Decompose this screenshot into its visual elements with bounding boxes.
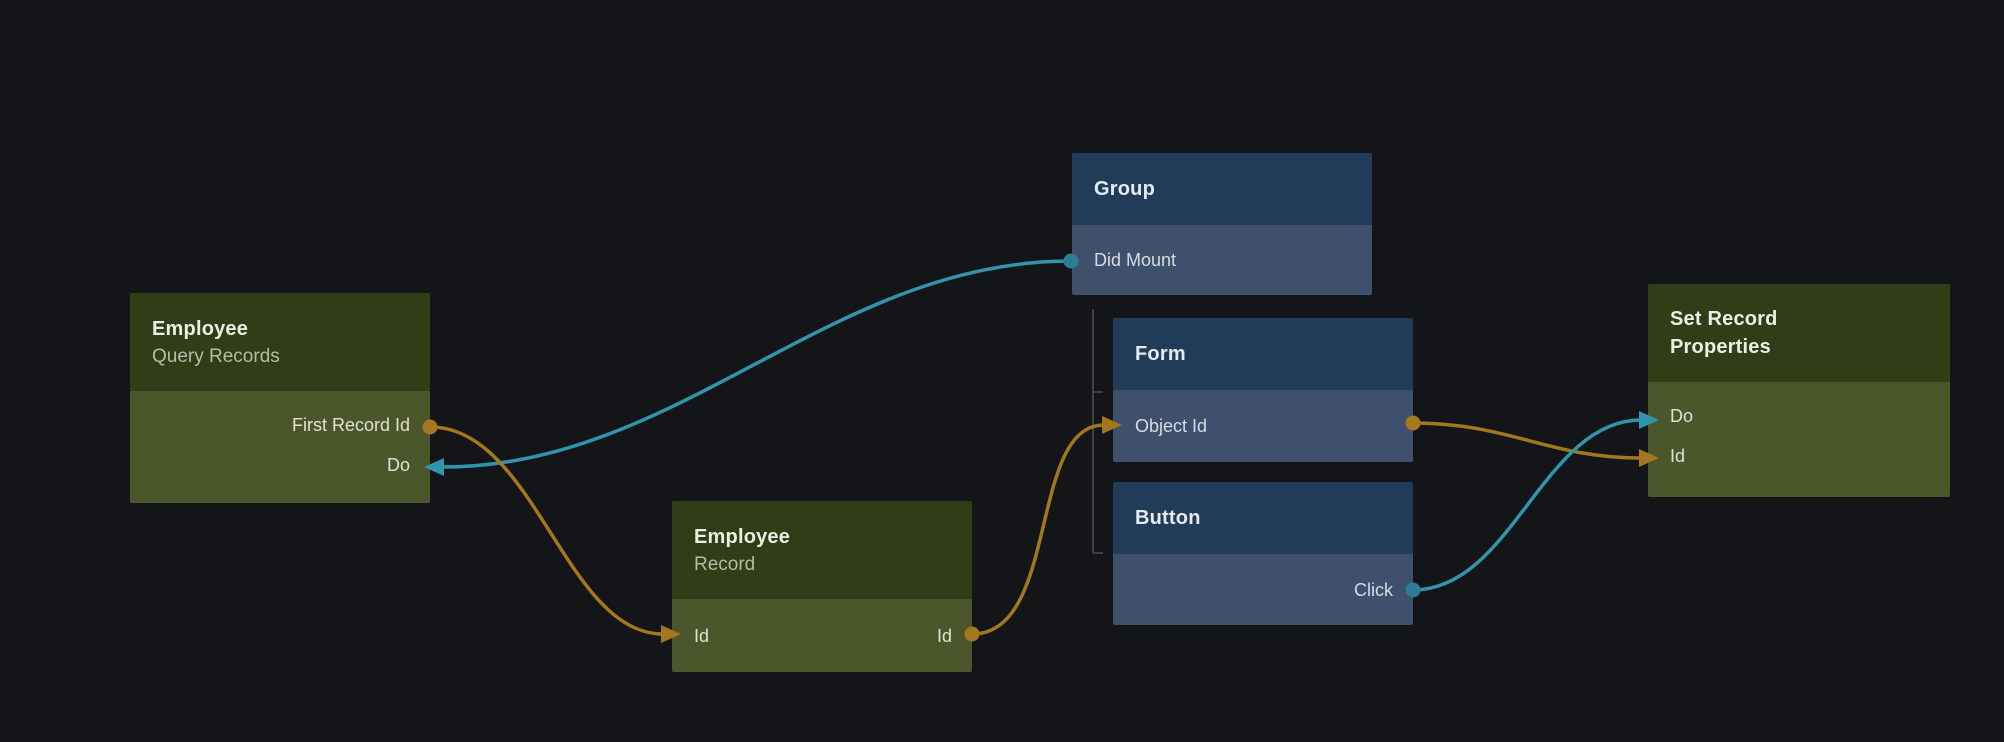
node-header: Button [1113, 482, 1413, 554]
node-set-record-properties[interactable]: Set Record Properties Do Id [1648, 284, 1950, 497]
port-object-id[interactable]: Object Id [1113, 406, 1413, 446]
node-title: Form [1135, 343, 1186, 365]
port-label: Click [1354, 579, 1393, 600]
port-did-mount[interactable]: Did Mount [1072, 240, 1372, 280]
group-children-tree-line [1092, 309, 1103, 554]
node-header: Group [1072, 153, 1372, 225]
node-subtitle: Query Records [152, 345, 280, 367]
node-header: Employee Record [672, 501, 972, 599]
port-id[interactable]: Id [1648, 436, 1950, 476]
port-row-id[interactable]: Id Id [672, 616, 972, 656]
port-label: First Record Id [291, 415, 410, 435]
port-label: Id [1670, 446, 1686, 466]
port-do[interactable]: Do [130, 445, 430, 485]
node-body: Click [1113, 554, 1413, 625]
wire-object-id-to-id[interactable] [1411, 421, 1643, 460]
wire-record-id-to-object-id[interactable] [970, 423, 1106, 636]
node-body: First Record Id Do [130, 391, 430, 503]
node-header: Employee Query Records [130, 293, 430, 391]
port-first-record-id[interactable]: First Record Id [130, 405, 430, 445]
node-subtitle: Record [694, 553, 756, 575]
port-label: Do [1670, 406, 1694, 426]
port-id-output[interactable]: Id [936, 625, 952, 646]
port-label: Did Mount [1094, 250, 1177, 270]
port-do[interactable]: Do [1648, 396, 1950, 436]
node-title: Group [1094, 178, 1155, 200]
node-body: Did Mount [1072, 225, 1372, 295]
port-label: Object Id [1135, 416, 1208, 436]
wire-first-record-id-to-id[interactable] [428, 425, 665, 636]
node-title: Set Record Properties [1670, 308, 1778, 358]
node-form[interactable]: Form Object Id [1113, 318, 1413, 462]
node-body: Do Id [1648, 382, 1950, 497]
wire-click-to-do[interactable] [1411, 418, 1643, 592]
node-title: Employee [152, 317, 249, 340]
wire-did-mount-to-do[interactable] [440, 259, 1073, 469]
port-id-input[interactable]: Id [694, 625, 710, 646]
port-click[interactable]: Click [1113, 570, 1413, 610]
node-title: Button [1135, 507, 1201, 529]
port-label: Do [386, 455, 410, 475]
node-employee-record[interactable]: Employee Record Id Id [672, 501, 972, 672]
node-employee-query-records[interactable]: Employee Query Records First Record Id D… [130, 293, 430, 503]
node-button[interactable]: Button Click [1113, 482, 1413, 625]
node-body: Id Id [672, 599, 972, 672]
node-body: Object Id [1113, 390, 1413, 462]
node-header: Form [1113, 318, 1413, 390]
node-group[interactable]: Group Did Mount [1072, 153, 1372, 295]
node-title: Employee [694, 525, 791, 548]
node-header: Set Record Properties [1648, 284, 1950, 382]
